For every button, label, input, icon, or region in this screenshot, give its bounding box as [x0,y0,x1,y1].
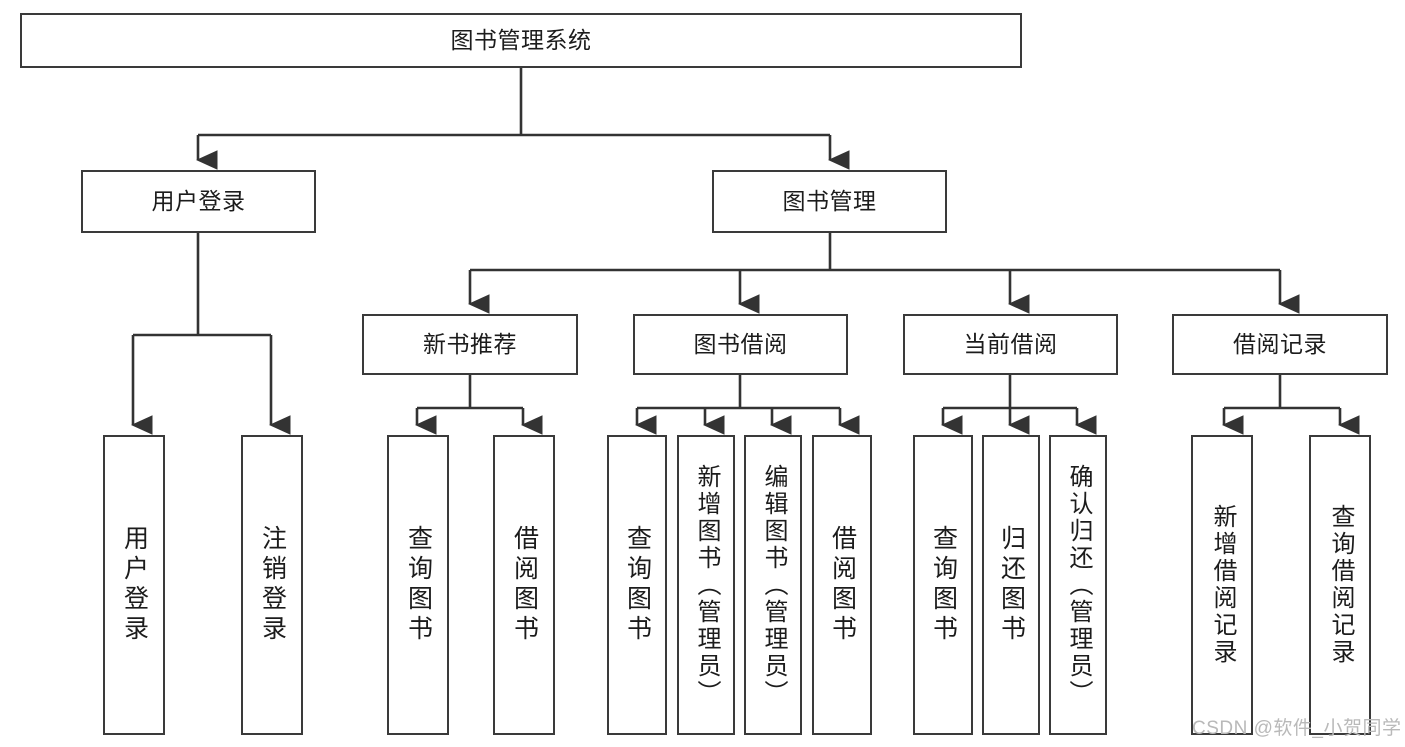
node-label: 编辑图书（管理员） [760,463,787,707]
leaf-record-add-borrow-record[interactable]: 新增借阅记录 [1191,435,1253,735]
leaf-current-return-book[interactable]: 归还图书 [982,435,1040,735]
node-label: 新增借阅记录 [1209,504,1236,666]
node-label: 当前借阅 [963,330,1058,357]
leaf-borrow-edit-book-admin[interactable]: 编辑图书（管理员） [744,435,802,735]
node-label: 用户登录 [151,187,246,214]
node-label: 借阅记录 [1233,330,1327,357]
node-book-borrow[interactable]: 图书借阅 [633,314,848,375]
leaf-borrow-add-book-admin[interactable]: 新增图书（管理员） [677,435,735,735]
node-user-login[interactable]: 用户登录 [81,170,316,233]
node-label: 图书借阅 [693,330,788,357]
leaf-borrow-query-book[interactable]: 查询图书 [607,435,667,735]
leaf-current-confirm-return-admin[interactable]: 确认归还（管理员） [1049,435,1107,735]
node-new-book-recommend[interactable]: 新书推荐 [362,314,578,375]
node-book-management[interactable]: 图书管理 [712,170,947,233]
node-label: 查询借阅记录 [1327,504,1354,666]
node-label: 借阅图书 [510,525,539,645]
node-label: 确认归还（管理员） [1065,463,1092,707]
leaf-current-query-book[interactable]: 查询图书 [913,435,973,735]
leaf-borrow-borrow-book[interactable]: 借阅图书 [812,435,872,735]
node-label: 图书管理 [782,187,877,214]
leaf-user-login[interactable]: 用户登录 [103,435,165,735]
node-label: 查询图书 [404,525,433,645]
node-label: 注销登录 [258,525,287,645]
leaf-record-query-borrow-record[interactable]: 查询借阅记录 [1309,435,1371,735]
leaf-user-logout[interactable]: 注销登录 [241,435,303,735]
node-label: 新书推荐 [423,330,517,357]
node-borrow-record[interactable]: 借阅记录 [1172,314,1388,375]
node-label: 新增图书（管理员） [693,463,720,707]
node-label: 借阅图书 [828,525,857,645]
node-label: 用户登录 [120,525,149,645]
node-root-system[interactable]: 图书管理系统 [20,13,1022,68]
node-label: 归还图书 [997,525,1026,645]
leaf-recommend-borrow-book[interactable]: 借阅图书 [493,435,555,735]
node-current-borrow[interactable]: 当前借阅 [903,314,1118,375]
node-label: 图书管理系统 [450,26,592,53]
node-label: 查询图书 [623,525,652,645]
leaf-recommend-query-book[interactable]: 查询图书 [387,435,449,735]
node-label: 查询图书 [929,525,958,645]
